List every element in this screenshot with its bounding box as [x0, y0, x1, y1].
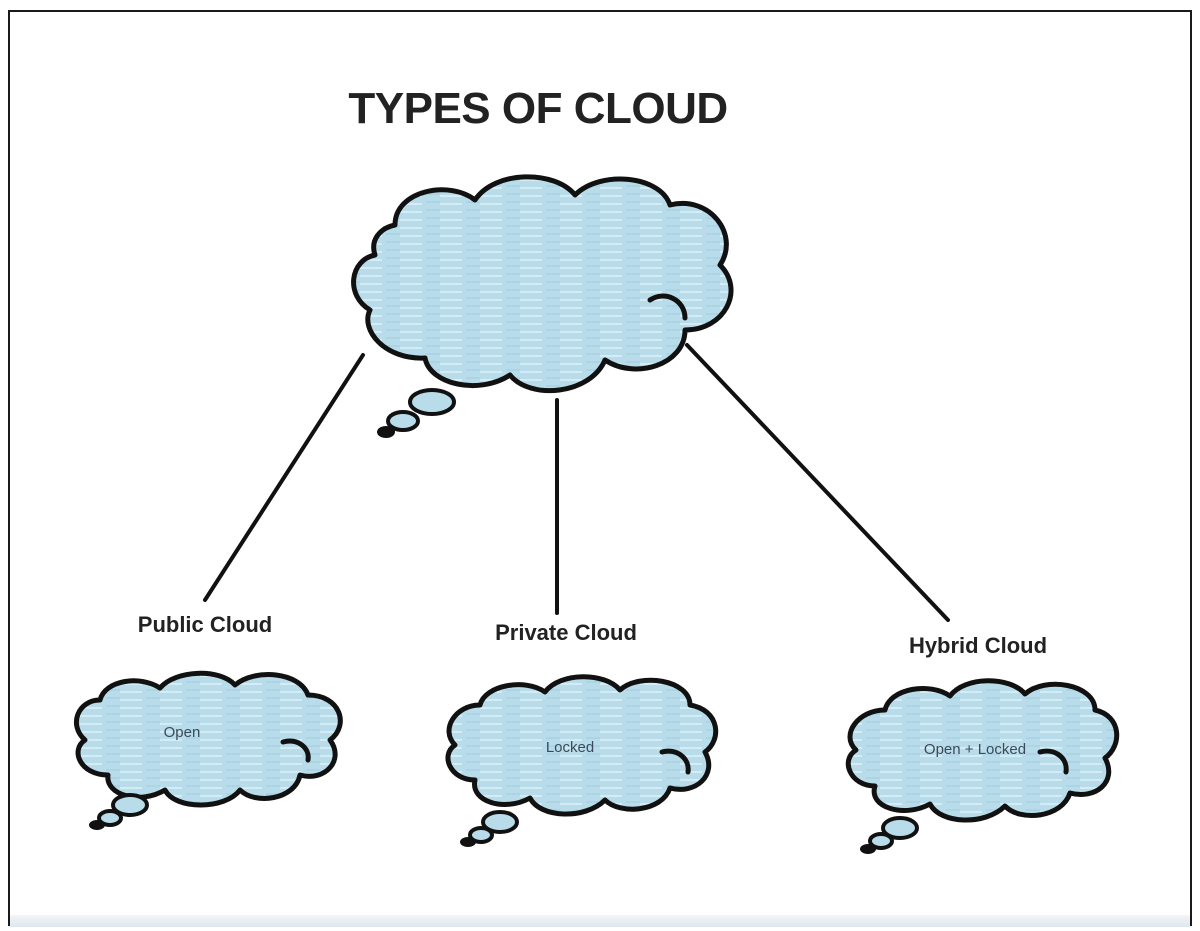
- bottom-scrollbar-strip: [10, 915, 1190, 927]
- diagram-title: TYPES OF CLOUD: [348, 84, 727, 133]
- public-cloud-shape: [73, 670, 343, 830]
- public-cloud-label: Public Cloud: [138, 612, 272, 637]
- private-cloud-label: Private Cloud: [495, 620, 637, 645]
- hybrid-cloud-label: Hybrid Cloud: [909, 633, 1047, 658]
- main-cloud-shape: [351, 174, 734, 438]
- private-cloud-inner-text: Locked: [546, 739, 594, 756]
- public-cloud-inner-text: Open: [164, 724, 201, 741]
- hybrid-cloud-shape: [845, 678, 1120, 854]
- hybrid-cloud-inner-text: Open + Locked: [924, 741, 1026, 758]
- connector-hybrid: [685, 343, 950, 622]
- private-cloud-shape: [445, 674, 719, 847]
- connector-public: [203, 353, 365, 602]
